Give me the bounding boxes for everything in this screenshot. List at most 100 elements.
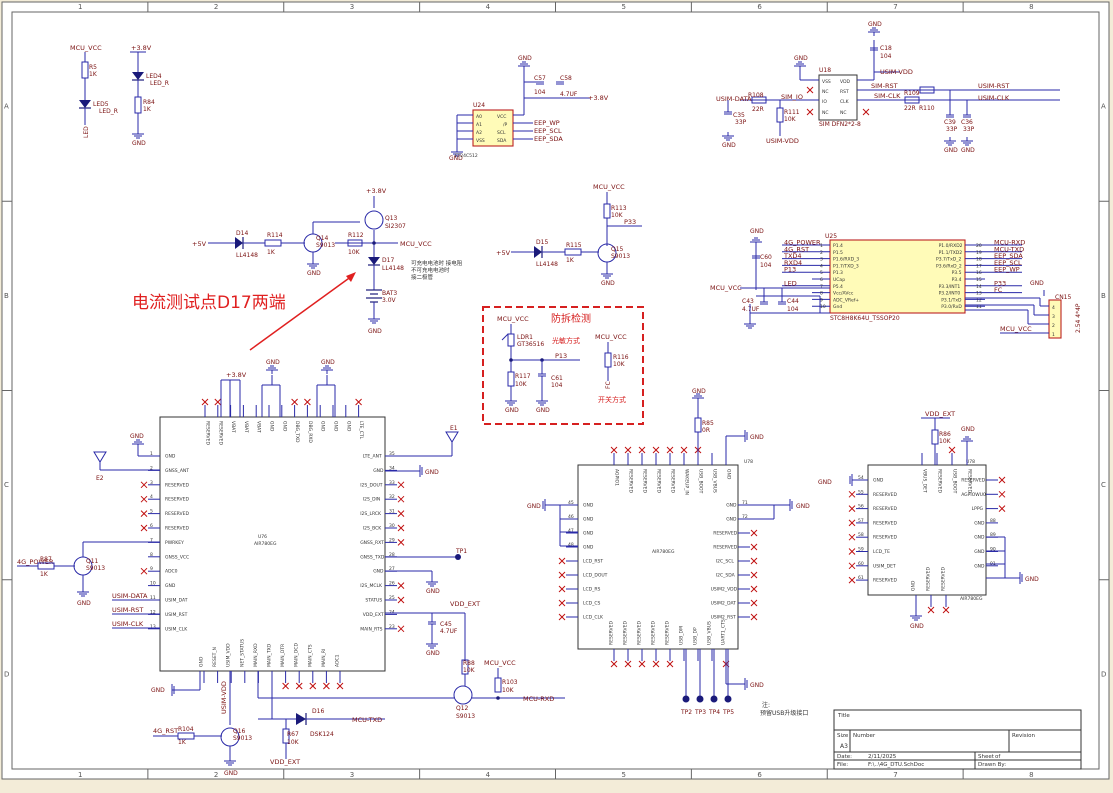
current-test-annotation: 电流测试点D17两端 — [132, 272, 356, 351]
pin-name: USB_DP — [693, 627, 699, 645]
resistor-value: 1K — [143, 106, 152, 113]
chip-name: SIM DFN2*2-8 — [819, 121, 861, 128]
pin-name: RESERVED — [926, 567, 932, 591]
pin-name: RESERVED — [165, 482, 189, 488]
pin-number: 6 — [150, 523, 153, 529]
pin-number: 34 — [389, 465, 395, 471]
svg-text:1: 1 — [1052, 332, 1055, 338]
pin-name: GND — [373, 468, 384, 474]
net-label: EEP_SCL — [994, 259, 1022, 267]
pin-number: 10 — [150, 581, 156, 587]
svg-text:SDA: SDA — [497, 138, 507, 144]
svg-text:GND: GND — [818, 479, 832, 486]
pin-name: GNSS_TXD — [360, 554, 385, 560]
pin-name: LCD_CS — [583, 601, 601, 607]
zone-col-label: 6 — [757, 3, 762, 11]
pin-name: USIM2_RST — [711, 615, 736, 621]
pin-number: 15 — [976, 277, 982, 283]
pin-number: 25 — [389, 595, 395, 601]
pin-name: USB_BOOT — [952, 469, 958, 494]
svg-text:10K: 10K — [502, 687, 515, 694]
pin-number: 11 — [150, 595, 156, 601]
pin-name: P1.6/RXD_3 — [833, 257, 859, 263]
pin-name: RESERVED — [713, 531, 737, 537]
svg-text:GND: GND — [1030, 280, 1044, 287]
pin-name: MAIN_RXD — [253, 643, 259, 667]
svg-text:1K: 1K — [566, 257, 575, 264]
svg-text:GND: GND — [130, 433, 144, 440]
pin-name: GND — [583, 545, 594, 551]
pin-name: VDD_EXT — [363, 612, 384, 618]
svg-text:USIM-VDD: USIM-VDD — [220, 681, 228, 714]
test-point-label: TP4 — [708, 709, 720, 716]
svg-text:GND: GND — [750, 434, 764, 441]
svg-text:GND: GND — [961, 426, 975, 433]
pin-number: 72 — [742, 514, 748, 520]
svg-text:NC: NC — [822, 89, 829, 95]
pin-number: 1 — [150, 451, 153, 457]
zone-row-label: D — [4, 670, 9, 678]
pin-name: LCD_RST — [583, 559, 603, 565]
net-label: 4G_RST — [784, 245, 809, 253]
svg-text:P13: P13 — [555, 352, 567, 360]
svg-text:NC: NC — [840, 110, 847, 116]
pin-name: LTE_CTL — [358, 421, 364, 440]
pin-name: GND — [583, 503, 594, 509]
svg-text:GND: GND — [796, 503, 810, 510]
svg-text:GND: GND — [692, 388, 706, 395]
svg-text:SIM-CLK: SIM-CLK — [874, 92, 901, 100]
pin-number: 12 — [150, 609, 156, 615]
pin-name: ADC0 — [165, 569, 178, 575]
pin-number: 30 — [389, 523, 395, 529]
svg-text:SI2307: SI2307 — [385, 223, 406, 230]
pin-name: VBAT — [256, 421, 262, 433]
pin-name: GND — [974, 520, 985, 526]
pin-number: 6 — [820, 277, 823, 283]
svg-text:2/11/2025: 2/11/2025 — [868, 754, 897, 760]
pin-number: 89 — [990, 532, 996, 538]
pin-name: MAIN_RTS — [360, 626, 382, 632]
net-label: USIM-RST — [978, 82, 1009, 90]
net-label: +3.8V — [588, 94, 609, 102]
pin-number: 26 — [389, 581, 395, 587]
pin-name: DBG_TXD — [294, 421, 300, 443]
pin-name: LPPG — [972, 506, 984, 512]
svg-text:Date:: Date: — [837, 754, 852, 760]
pin-number: 8 — [820, 291, 823, 297]
svg-text:SCL: SCL — [497, 130, 506, 136]
svg-text:GND: GND — [224, 770, 238, 777]
zone-row-label: B — [4, 292, 9, 300]
test-point-label: TP2 — [680, 709, 692, 716]
svg-text:104: 104 — [551, 382, 563, 389]
pin-number: 11 — [976, 304, 982, 310]
svg-text:USIM-CLK: USIM-CLK — [112, 620, 144, 628]
svg-text:注:: 注: — [762, 701, 770, 709]
sim-u18: U18 VSS NC IO NC VDD RST CLK NC SIM DFN2… — [716, 21, 1060, 154]
pin-name: RESERVED — [217, 421, 223, 445]
svg-text:Sheet: Sheet — [978, 754, 995, 760]
svg-text:of: of — [995, 754, 1001, 760]
pin-name: I2S_LRCK — [360, 511, 382, 517]
pin-name: DBG_RXD — [307, 421, 313, 443]
pin-name: VBUS_DET — [922, 469, 928, 493]
svg-text:S9013: S9013 — [611, 253, 630, 260]
svg-text:接二极管: 接二极管 — [411, 273, 434, 281]
pin-number: 56 — [858, 504, 864, 510]
svg-text:BAT3: BAT3 — [382, 290, 397, 297]
svg-text:1K: 1K — [267, 249, 276, 256]
svg-text:4.7UF: 4.7UF — [742, 306, 760, 313]
pin-number: 27 — [389, 566, 395, 572]
resistor-ref: R84 — [143, 99, 155, 106]
power-switch-circuit: +5V D14 LL4148 R114 1K Q14 S9013 GND +3.… — [192, 187, 463, 335]
pin-name: GND — [199, 656, 205, 667]
pin-name: P3.5 — [952, 270, 962, 276]
svg-text:GND: GND — [449, 155, 463, 162]
pin-name: RESERVED — [941, 567, 947, 591]
svg-text:GND: GND — [527, 503, 541, 510]
pin-number: 45 — [568, 500, 574, 506]
pin-name: GND — [974, 563, 985, 569]
svg-text:10K: 10K — [287, 739, 300, 746]
pin-name: LCD_TE — [873, 549, 890, 555]
svg-text:VDD_EXT: VDD_EXT — [450, 600, 480, 608]
